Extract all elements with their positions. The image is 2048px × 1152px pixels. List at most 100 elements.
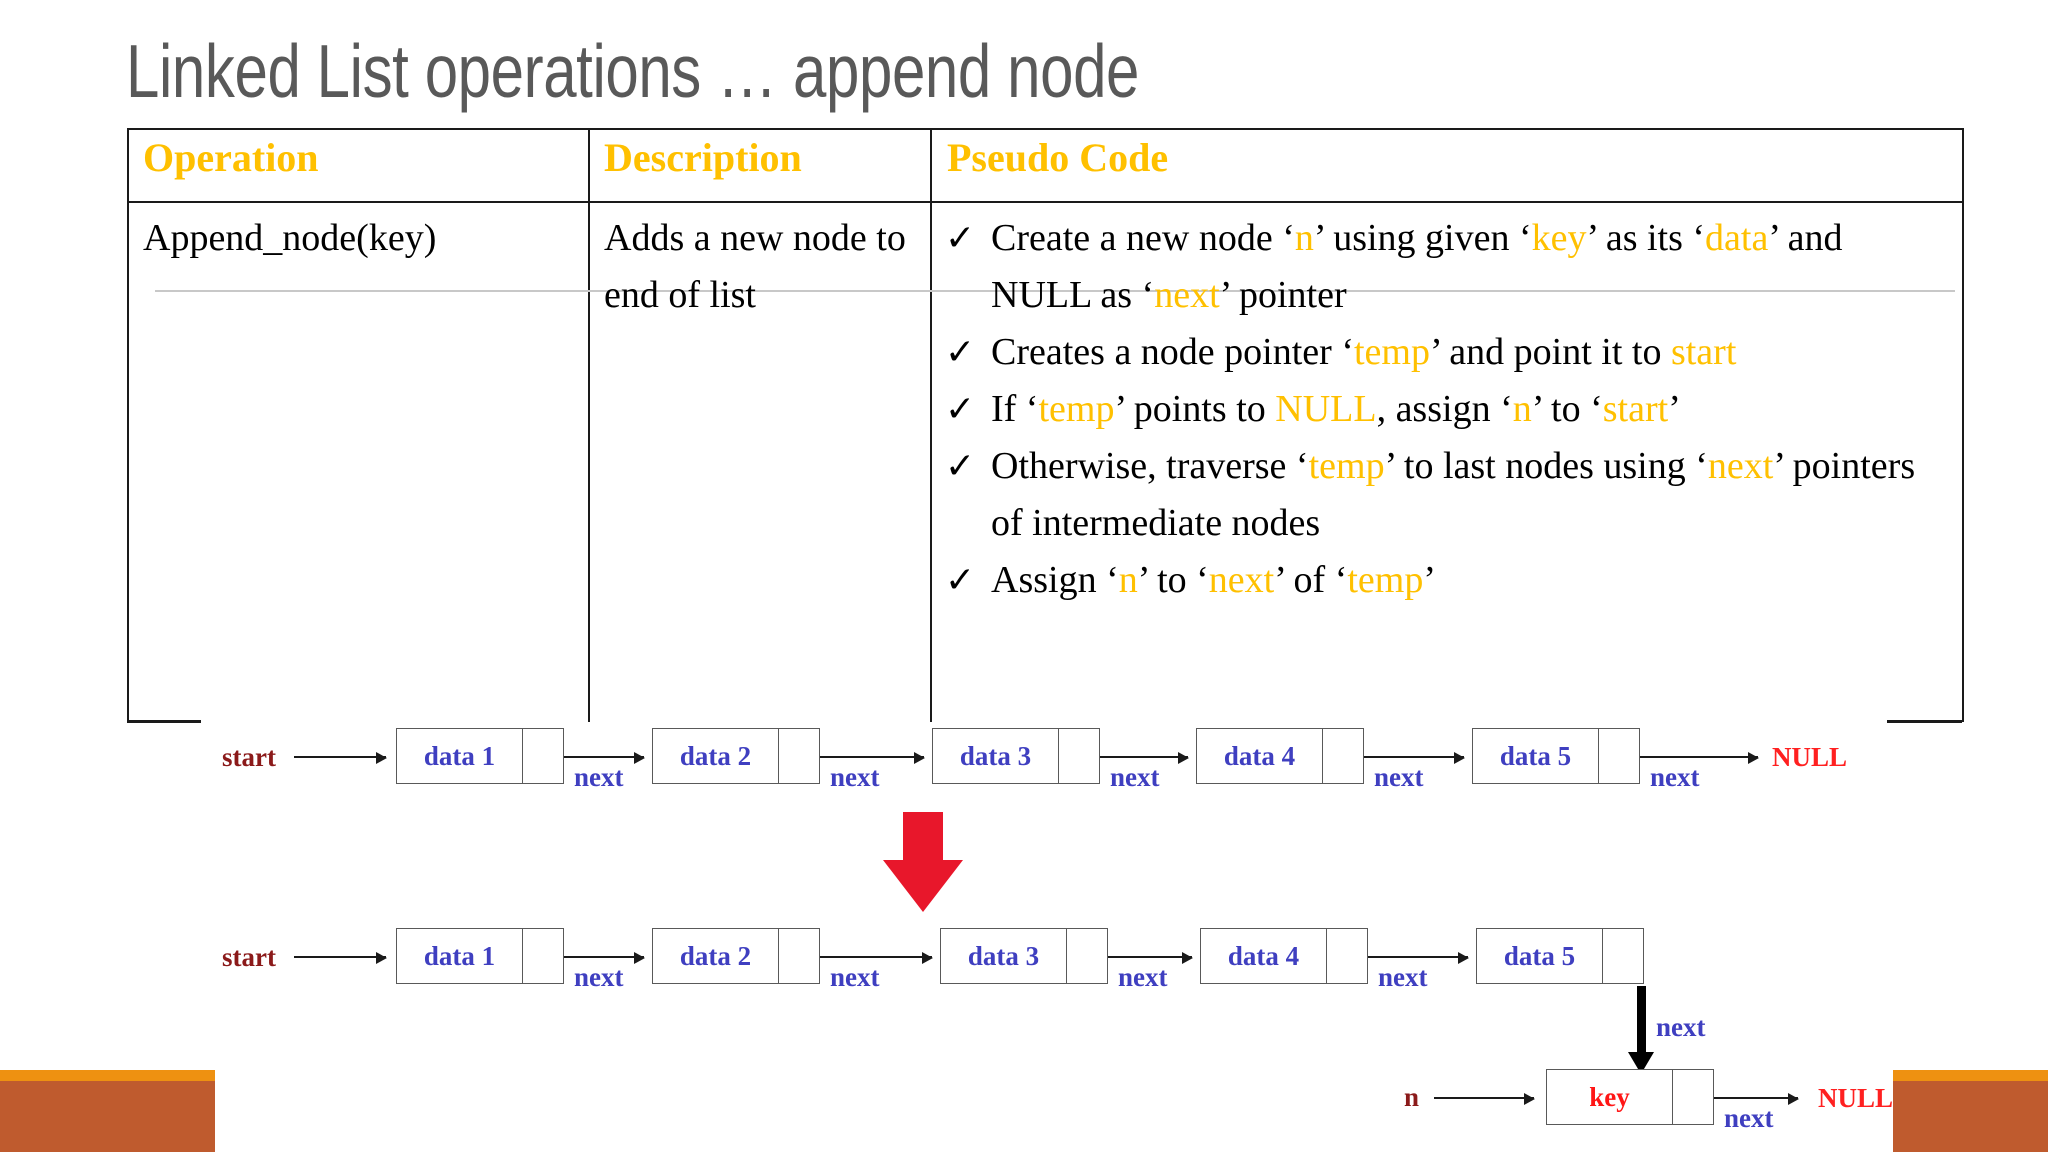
pseudo-code-variable: temp [1347, 559, 1424, 601]
node-pointer-cell [523, 929, 563, 983]
pseudo-code-plain: ’ points to [1114, 388, 1276, 430]
next-pointer-label: next [1374, 762, 1424, 792]
node-pointer-cell [1673, 1070, 1713, 1124]
pseudo-code-item: ✓Otherwise, traverse ‘temp’ to last node… [945, 438, 1950, 552]
node-data-label: data 5 [1499, 740, 1572, 771]
pseudo-code-plain: ’ to last nodes using ‘ [1384, 445, 1708, 487]
pseudo-code-text: If ‘temp’ points to NULL, assign ‘n’ to … [991, 381, 1950, 438]
operations-table: Operation Description Pseudo Code Append… [127, 128, 1964, 723]
pseudo-code-plain: ’ pointer [1219, 274, 1347, 316]
pseudo-code-plain: , assign ‘ [1376, 388, 1513, 430]
node-data-cell: data 2 [653, 929, 779, 983]
pseudo-code-variable: key [1531, 217, 1587, 259]
node-data-label: data 5 [1503, 940, 1576, 971]
table-border-col2 [930, 128, 932, 722]
next-arrow [1640, 752, 1759, 764]
pseudo-code-variable: next [1208, 559, 1275, 601]
checkmark-icon: ✓ [945, 332, 976, 372]
list-node: data 4 [1196, 728, 1364, 784]
pseudo-code-variable: start [1670, 331, 1737, 373]
next-arrow [1100, 752, 1189, 764]
list-node: data 2 [652, 928, 820, 984]
pseudo-code-item: ✓Creates a node pointer ‘temp’ and point… [945, 324, 1950, 381]
list-node: data 2 [652, 728, 820, 784]
pseudo-code-variable: n [1118, 559, 1138, 601]
pseudo-code-plain: Create a new node ‘ [991, 217, 1295, 259]
pseudo-code-plain: ’ and point it to [1429, 331, 1671, 373]
next-pointer-label: next [830, 762, 880, 792]
new-node-next-label: next [1724, 1103, 1774, 1133]
null-terminator-label: NULL [1772, 742, 1848, 772]
next-pointer-label: next [1650, 762, 1700, 792]
next-arrow [564, 752, 645, 764]
list-node: data 1 [396, 928, 564, 984]
down-next-arrow [1628, 986, 1654, 1074]
cell-pseudo-code: ✓Create a new node ‘n’ using given ‘key’… [945, 210, 1950, 609]
pseudo-code-plain: ’ using given ‘ [1313, 217, 1532, 259]
node-data-cell: data 1 [397, 929, 523, 983]
faint-horizontal-rule [155, 290, 1955, 292]
pseudo-code-variable: data [1705, 217, 1769, 259]
red-arrow-shaft [903, 812, 943, 864]
node-data-label: data 4 [1223, 740, 1296, 771]
node-data-cell: key [1547, 1070, 1673, 1124]
footer-bar-left [0, 1070, 215, 1152]
column-header-pseudo-code: Pseudo Code [947, 135, 1169, 180]
node-data-label: data 2 [679, 740, 752, 771]
node-data-cell: data 4 [1197, 729, 1323, 783]
next-arrow [820, 752, 925, 764]
next-pointer-label: next [574, 962, 624, 992]
start-pointer-label: start [222, 942, 276, 972]
table-border-left [127, 128, 129, 722]
pseudo-code-item: ✓ If ‘temp’ points to NULL, assign ‘n’ to… [945, 381, 1950, 438]
new-node-null-label: NULL [1818, 1083, 1894, 1113]
pseudo-code-text: Create a new node ‘n’ using given ‘key’ … [991, 210, 1950, 324]
pseudo-code-variable: temp [1038, 388, 1115, 430]
down-next-label: next [1656, 1012, 1706, 1042]
pseudo-code-plain: ’ to ‘ [1531, 388, 1603, 430]
new-list-node: key [1546, 1069, 1714, 1125]
pseudo-code-item: ✓ Create a new node ‘n’ using given ‘key’… [945, 210, 1950, 324]
list-node: data 5 [1472, 728, 1640, 784]
node-data-cell: data 5 [1477, 929, 1603, 983]
footer-block-left [0, 1081, 215, 1152]
checkmark-icon: ✓ [945, 218, 976, 258]
node-pointer-cell [1327, 929, 1367, 983]
next-pointer-label: next [1378, 962, 1428, 992]
node-data-label: data 1 [423, 740, 496, 771]
footer-strip-right [1893, 1070, 2048, 1081]
checkmark-icon: ✓ [945, 560, 976, 600]
pseudo-code-variable: NULL [1275, 388, 1377, 430]
node-data-cell: data 5 [1473, 729, 1599, 783]
column-header-description: Description [604, 135, 802, 180]
pseudo-code-variable: next [1707, 445, 1774, 487]
pseudo-code-plain: ’ as its ‘ [1586, 217, 1706, 259]
start-arrow [294, 752, 387, 764]
node-data-cell: data 3 [941, 929, 1067, 983]
pseudo-code-variable: start [1602, 388, 1669, 430]
list-node: data 3 [932, 728, 1100, 784]
table-border-right [1962, 128, 1964, 722]
pseudo-code-plain: ’ to ‘ [1137, 559, 1209, 601]
start-arrow [294, 952, 387, 964]
table-border-col1 [588, 128, 590, 722]
pseudo-code-plain: ’ and NULL as ‘ [991, 217, 1843, 316]
checkmark-icon: ✓ [945, 446, 976, 486]
pseudo-code-plain: Assign ‘ [991, 559, 1119, 601]
next-pointer-label: next [574, 762, 624, 792]
checkmark-icon: ✓ [945, 389, 976, 429]
next-arrow [564, 952, 645, 964]
next-arrow [1368, 952, 1469, 964]
new-node-pointer-label: n [1404, 1082, 1420, 1112]
start-pointer-label: start [222, 742, 276, 772]
footer-strip-left [0, 1070, 215, 1081]
pseudo-code-plain: ’ of ‘ [1274, 559, 1348, 601]
red-down-arrow-icon [883, 812, 963, 912]
pseudo-code-variable: temp [1308, 445, 1385, 487]
list-node: data 1 [396, 728, 564, 784]
cell-operation: Append_node(key) [143, 217, 437, 259]
pseudo-code-variable: temp [1353, 331, 1430, 373]
new-node-next-arrow [1714, 1093, 1799, 1105]
